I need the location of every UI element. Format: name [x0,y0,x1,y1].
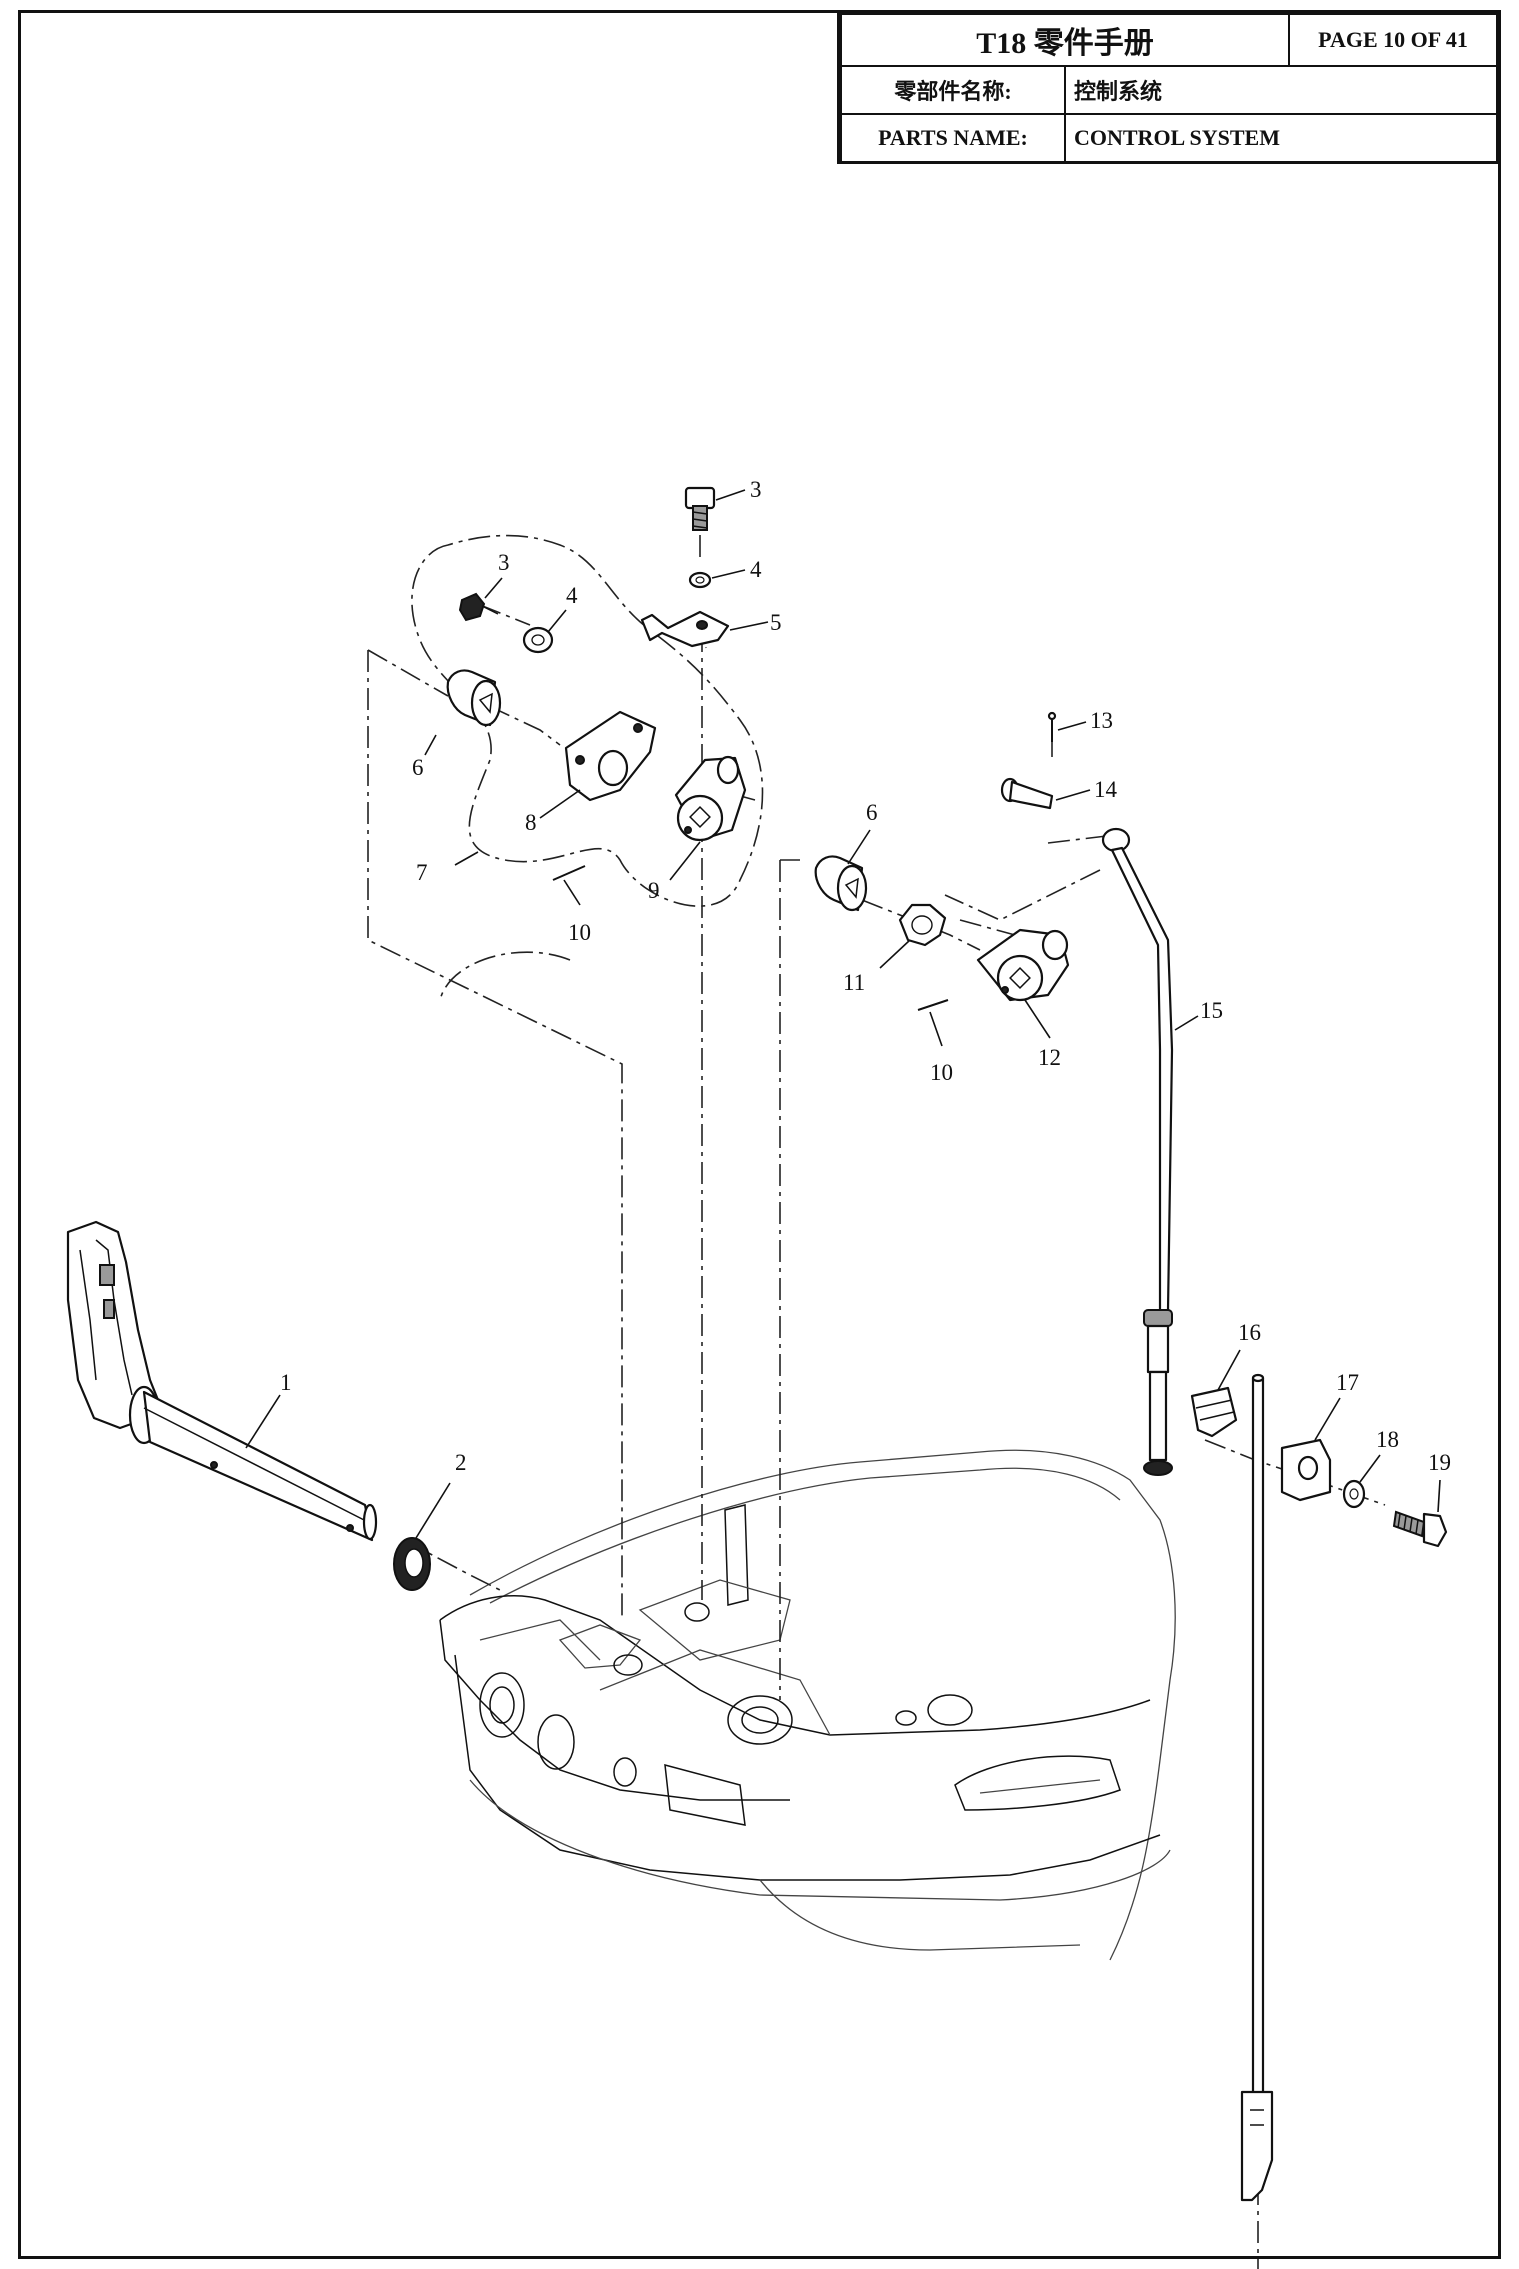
parts-name-cn-value: 控制系统 [1064,65,1498,115]
part-10-pin-left [552,865,586,881]
callout-6: 6 [866,800,878,825]
part-2-oil-seal [393,1537,431,1591]
part-3-bolt-left [458,592,499,622]
shift-rod [1240,1373,1274,2202]
callout-19: 19 [1428,1450,1451,1475]
parts-name-cn-label: 零部件名称: [840,65,1066,115]
part-1-control-handle [66,1220,378,1542]
part-18-washer [1342,1479,1366,1509]
part-3-bolt-upper [684,486,716,531]
part-12-cam-block [976,928,1070,1002]
callout-4: 4 [750,557,762,582]
part-14-clevis-pin [1000,777,1054,810]
part-10-pin-right [917,999,949,1011]
part-8-lever-plate [564,710,657,802]
parts-name-en-label: PARTS NAME: [840,113,1066,163]
part-6-bushing-right [814,855,868,912]
title-block: T18 零件手册 PAGE 10 OF 41 零部件名称: 控制系统 PARTS… [837,10,1501,164]
part-19-bolt [1392,1510,1448,1548]
callout-10: 10 [568,920,591,945]
callout-9: 9 [648,878,660,903]
callout-3: 3 [750,477,762,502]
callout-12: 12 [1038,1045,1061,1070]
part-4-washer-left [522,626,554,654]
part-16-clamp [1190,1386,1238,1438]
callout-17: 17 [1336,1370,1359,1395]
part-6-bushing-left [446,669,502,727]
callout-5: 5 [770,610,782,635]
part-17-bracket [1280,1438,1332,1502]
callout-2: 2 [455,1450,467,1475]
callout-leaders [245,489,1441,1539]
lower-engine-housing [439,1449,1176,1961]
part-5-bracket [640,610,730,648]
part-11-clip [898,903,947,947]
drawing-frame [18,10,1501,2259]
callout-6: 6 [412,755,424,780]
callout-18: 18 [1376,1427,1399,1452]
parts-name-en-value: CONTROL SYSTEM [1064,113,1498,163]
callout-14: 14 [1094,777,1118,802]
callout-4: 4 [566,583,578,608]
callout-11: 11 [843,970,865,995]
page-indicator: PAGE 10 OF 41 [1288,13,1498,67]
part-13-cotter-pin [1047,711,1057,742]
callout-labels: 1 2 3 4 5 3 4 6 7 8 9 10 6 11 12 10 13 1… [280,477,1451,1475]
callout-16: 16 [1238,1320,1261,1345]
part-15-linkage-rod [1101,827,1174,1476]
callout-8: 8 [525,810,537,835]
callout-3: 3 [498,550,510,575]
callout-15: 15 [1200,998,1223,1023]
part-4-washer-upper [688,571,712,589]
title-table: T18 零件手册 PAGE 10 OF 41 零部件名称: 控制系统 PARTS… [840,13,1498,163]
callout-1: 1 [280,1370,292,1395]
callout-13: 13 [1090,708,1113,733]
callout-10: 10 [930,1060,953,1085]
part-9-cam-block [674,755,747,842]
manual-title: T18 零件手册 [840,13,1290,67]
callout-7: 7 [416,860,428,885]
